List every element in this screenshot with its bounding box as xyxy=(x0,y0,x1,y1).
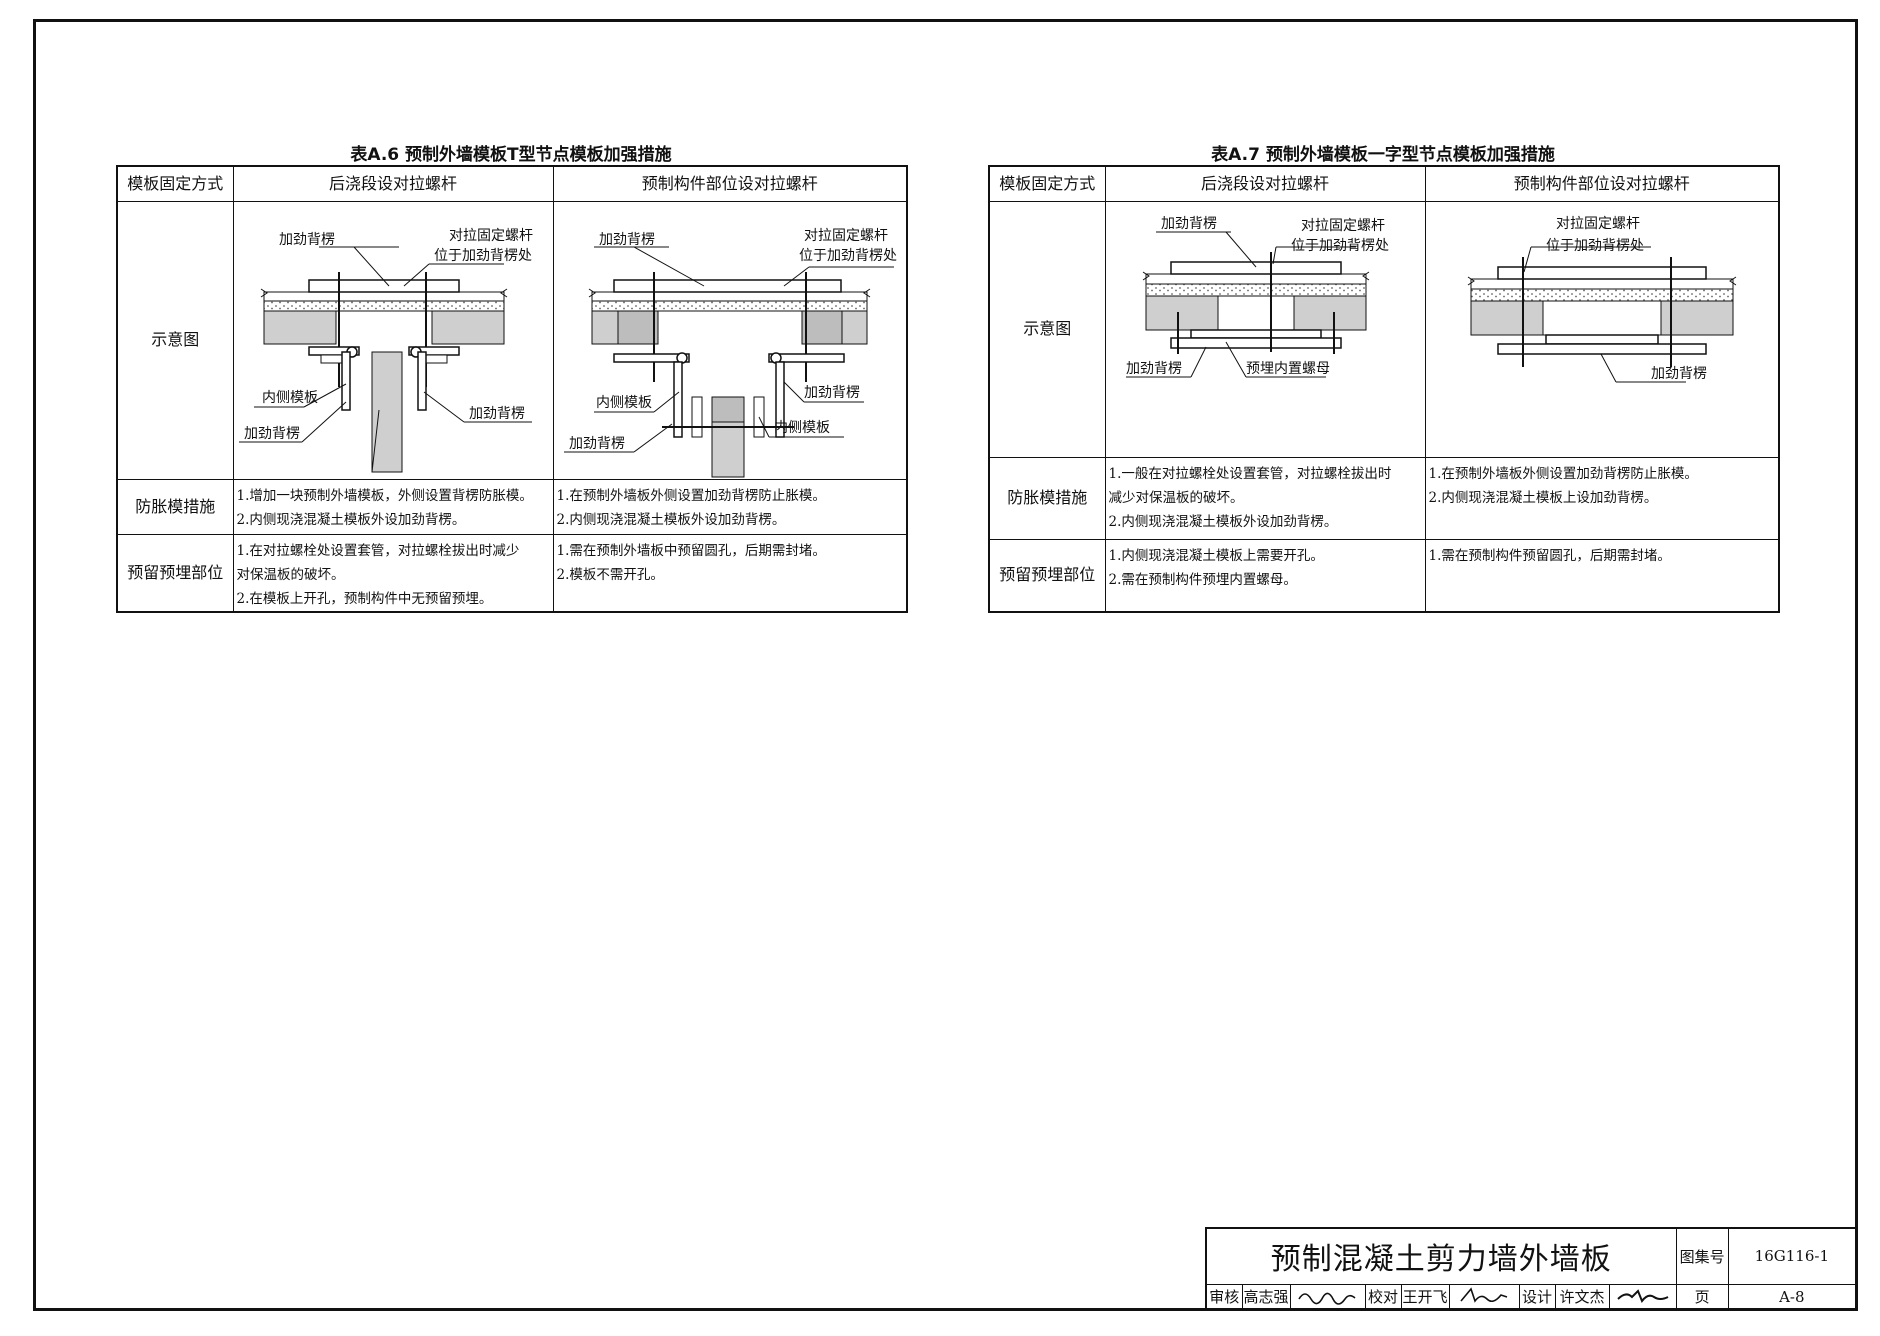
label-stiffener: 加劲背楞 xyxy=(1161,216,1217,232)
checker-name: 王开飞 xyxy=(1400,1283,1450,1311)
design-label: 设计 xyxy=(1518,1283,1556,1311)
page-label: 页 xyxy=(1675,1283,1729,1311)
designer-name: 许文杰 xyxy=(1554,1283,1610,1311)
label-bolt: 对拉固定螺杆 xyxy=(449,228,533,244)
label-bolt-pos: 位于加劲背楞处 xyxy=(434,248,532,264)
label-bolt-pos: 位于加劲背楞处 xyxy=(1291,238,1389,254)
table-a6-title: 表A.6 预制外墙模板T型节点模板加强措施 xyxy=(350,145,672,165)
drawing-frame xyxy=(33,19,1858,1311)
header-precast: 预制构件部位设对拉螺杆 xyxy=(1424,165,1780,202)
table-a7-title: 表A.7 预制外墙模板一字型节点模板加强措施 xyxy=(1211,145,1555,165)
label-bolt-pos: 位于加劲背楞处 xyxy=(1546,238,1644,254)
diagram-a7-left: 加劲背楞 对拉固定螺杆 位于加劲背楞处 加劲背楞 预埋内置螺母 xyxy=(1104,200,1426,458)
label-nut: 预埋内置螺母 xyxy=(1246,361,1330,377)
atlas-label: 图集号 xyxy=(1675,1227,1729,1285)
header-post-cast: 后浇段设对拉螺杆 xyxy=(1104,165,1426,202)
check-label: 校对 xyxy=(1364,1283,1402,1311)
label-inner-form: 内侧模板 xyxy=(262,390,318,406)
label-bolt: 对拉固定螺杆 xyxy=(1301,218,1385,234)
cell-a6-expansion-right: 1.在预制外墙板外侧设置加劲背楞防止胀模。 2.内侧现浇混凝土模板外设加劲背楞。 xyxy=(552,478,908,535)
designer-signature xyxy=(1608,1283,1677,1311)
page-number: A-8 xyxy=(1727,1283,1857,1311)
label-stiffener-bottom: 加劲背楞 xyxy=(569,436,625,452)
row-label-embedded: 预留预埋部位 xyxy=(988,538,1106,613)
label-bolt-pos: 位于加劲背楞处 xyxy=(799,248,897,264)
atlas-number: 16G116-1 xyxy=(1727,1227,1857,1285)
label-stiffener: 加劲背楞 xyxy=(599,232,655,248)
checker-signature xyxy=(1448,1283,1520,1311)
label-stiffener-bottom: 加劲背楞 xyxy=(1651,366,1707,382)
cell-a7-embedded-left: 1.内侧现浇混凝土模板上需要开孔。 2.需在预制构件预埋内置螺母。 xyxy=(1104,538,1426,613)
diagram-a7-right: 对拉固定螺杆 位于加劲背楞处 加劲背楞 xyxy=(1424,200,1780,458)
cell-a7-expansion-left: 1.一般在对拉螺栓处设置套管，对拉螺栓拔出时 减少对保温板的破坏。 2.内侧现浇… xyxy=(1104,456,1426,540)
reviewer-name: 高志强 xyxy=(1241,1283,1291,1311)
label-inner-form: 内侧模板 xyxy=(596,395,652,411)
row-label-anti-expansion: 防胀模措施 xyxy=(116,478,234,535)
row-label-diagram: 示意图 xyxy=(116,200,234,480)
table-a6: 模板固定方式 后浇段设对拉螺杆 预制构件部位设对拉螺杆 示意图 xyxy=(116,165,908,613)
review-label: 审核 xyxy=(1205,1283,1243,1311)
title-block: 预制混凝土剪力墙外墙板 图集号 16G116-1 审核 高志强 校对 王开飞 设… xyxy=(1205,1227,1858,1311)
cell-a7-embedded-right: 1.需在预制构件预留圆孔，后期需封堵。 xyxy=(1424,538,1780,613)
cell-a7-expansion-right: 1.在预制外墙板外侧设置加劲背楞防止胀模。 2.内侧现浇混凝土模板上设加劲背楞。 xyxy=(1424,456,1780,540)
label-stiffener: 加劲背楞 xyxy=(279,232,335,248)
diagram-a6-right: 加劲背楞 对拉固定螺杆 位于加劲背楞处 内侧模板 加劲背楞 内侧模板 加劲背楞 xyxy=(552,200,908,480)
cell-a6-expansion-left: 1.增加一块预制外墙模板，外侧设置背楞防胀模。 2.内侧现浇混凝土模板外设加劲背… xyxy=(232,478,554,535)
label-bolt: 对拉固定螺杆 xyxy=(1556,216,1640,232)
row-label-diagram: 示意图 xyxy=(988,200,1106,458)
header-post-cast: 后浇段设对拉螺杆 xyxy=(232,165,554,202)
label-stiffener-bottom: 加劲背楞 xyxy=(244,426,300,442)
label-bolt: 对拉固定螺杆 xyxy=(804,228,888,244)
header-fix-method: 模板固定方式 xyxy=(988,165,1106,202)
label-stiffener-right: 加劲背楞 xyxy=(469,406,525,422)
reviewer-signature xyxy=(1289,1283,1366,1311)
label-inner-form-right: 内侧模板 xyxy=(774,420,830,436)
cell-a6-embedded-left: 1.在对拉螺栓处设置套管，对拉螺栓拔出时减少 对保温板的破坏。 2.在模板上开孔… xyxy=(232,533,554,612)
label-stiffener-bottom: 加劲背楞 xyxy=(1126,361,1182,377)
drawing-title: 预制混凝土剪力墙外墙板 xyxy=(1205,1227,1677,1285)
row-label-anti-expansion: 防胀模措施 xyxy=(988,456,1106,540)
header-precast: 预制构件部位设对拉螺杆 xyxy=(552,165,908,202)
row-label-embedded: 预留预埋部位 xyxy=(116,533,234,612)
table-a7: 模板固定方式 后浇段设对拉螺杆 预制构件部位设对拉螺杆 示意图 xyxy=(988,165,1780,613)
cell-a6-embedded-right: 1.需在预制外墙板中预留圆孔，后期需封堵。 2.模板不需开孔。 xyxy=(552,533,908,612)
header-fix-method: 模板固定方式 xyxy=(116,165,234,202)
diagram-a6-left: 加劲背楞 对拉固定螺杆 位于加劲背楞处 内侧模板 加劲背楞 加劲背楞 xyxy=(232,200,554,480)
label-stiffener-right: 加劲背楞 xyxy=(804,385,860,401)
